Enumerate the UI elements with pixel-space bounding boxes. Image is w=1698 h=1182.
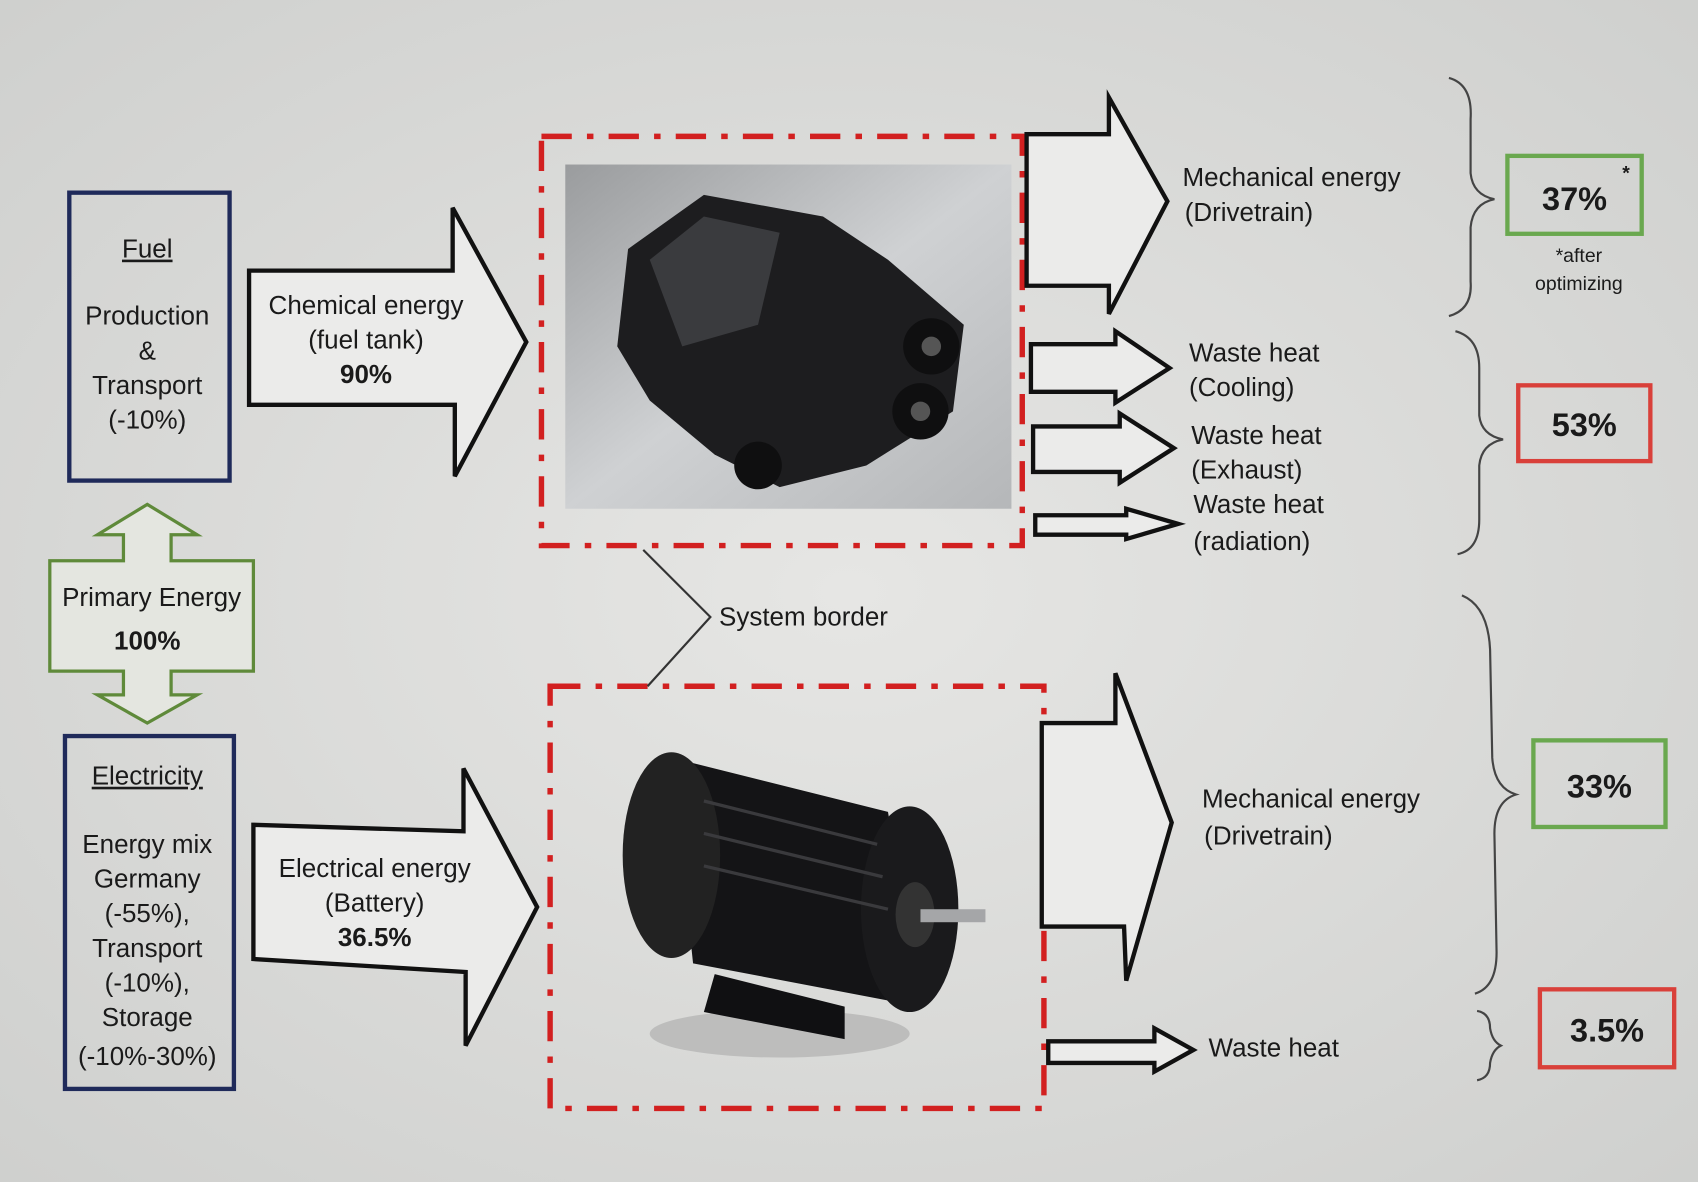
electricity-line: (-10%-30%) [78, 1041, 217, 1071]
primary-energy-arrow: Primary Energy 100% [48, 502, 256, 725]
brace-icon [1455, 330, 1504, 556]
engine-mechanical-arrow [1024, 89, 1170, 315]
motor-mechanical-arrow [1039, 672, 1174, 982]
electricity-line: Germany [94, 864, 201, 894]
electricity-line: (-10%), [105, 967, 190, 997]
fuel-line: Transport [92, 370, 203, 400]
exhaust-label: Waste heat [1191, 420, 1322, 450]
footnote-marker: * [1622, 163, 1630, 185]
motor-efficiency-box: 33% [1531, 738, 1668, 830]
motor-waste-label: Waste heat [1209, 1032, 1340, 1062]
exhaust-waste-arrow [1030, 409, 1178, 487]
fuel-box: Fuel Production & Transport (-10%) [67, 190, 232, 483]
engine-efficiency-value: 37% [1542, 181, 1607, 217]
cooling-waste-arrow [1028, 327, 1174, 407]
motor-waste-arrow [1046, 1024, 1198, 1076]
engine-system-border [538, 133, 1025, 549]
electrical-energy-arrow: Electrical energy (Battery) 36.5% [251, 767, 540, 1047]
motor-system-border [547, 683, 1047, 1112]
chemical-energy-label: Chemical energy [269, 290, 464, 320]
electricity-line: Transport [92, 933, 203, 963]
fuel-line: (-10%) [108, 405, 186, 435]
motor-mech-label: Mechanical energy [1202, 783, 1420, 813]
brace-icon [1461, 594, 1520, 995]
electricity-line: Energy mix [82, 829, 212, 859]
brace-icon [1476, 1009, 1504, 1082]
chemical-energy-arrow: Chemical energy (fuel tank) 90% [246, 206, 529, 478]
brace-icon [1448, 76, 1495, 318]
motor-mech-sublabel: (Drivetrain) [1204, 820, 1332, 850]
fuel-title: Fuel [122, 234, 173, 264]
radiation-sublabel: (radiation) [1193, 526, 1310, 556]
engine-mech-sublabel: (Drivetrain) [1185, 197, 1313, 227]
electricity-title: Electricity [92, 761, 203, 791]
system-border-callout: System border [642, 549, 888, 687]
primary-energy-value: 100% [114, 625, 180, 655]
chemical-energy-sublabel: (fuel tank) [308, 325, 423, 355]
engine-waste-value: 53% [1552, 407, 1617, 443]
system-border-label: System border [719, 602, 888, 632]
electricity-line: (-55%), [105, 898, 190, 928]
motor-efficiency-value: 33% [1567, 769, 1632, 805]
radiation-label: Waste heat [1193, 489, 1324, 519]
electric-motor-image [622, 752, 986, 1058]
electricity-box: Electricity Energy mix Germany (-55%), T… [62, 733, 237, 1092]
fuel-line: & [139, 335, 156, 365]
electrical-energy-value: 36.5% [338, 922, 412, 952]
engine-mech-label: Mechanical energy [1183, 162, 1401, 192]
exhaust-sublabel: (Exhaust) [1191, 454, 1302, 484]
engine-image [565, 164, 1012, 509]
footnote-line: *after [1556, 245, 1603, 267]
electrical-energy-label: Electrical energy [279, 853, 471, 883]
motor-waste-box: 3.5% [1537, 987, 1677, 1070]
engine-efficiency-box: 37% * *after optimizing [1505, 153, 1644, 295]
fuel-line: Production [85, 301, 209, 331]
footnote-line: optimizing [1535, 273, 1623, 295]
chemical-energy-value: 90% [340, 359, 392, 389]
electricity-line: Storage [102, 1002, 193, 1032]
electrical-energy-sublabel: (Battery) [325, 887, 425, 917]
radiation-waste-arrow [1033, 505, 1186, 542]
engine-waste-box: 53% [1516, 383, 1653, 464]
primary-energy-label: Primary Energy [62, 582, 241, 612]
cooling-label: Waste heat [1189, 338, 1320, 368]
motor-waste-value: 3.5% [1570, 1012, 1644, 1048]
cooling-sublabel: (Cooling) [1189, 372, 1294, 402]
